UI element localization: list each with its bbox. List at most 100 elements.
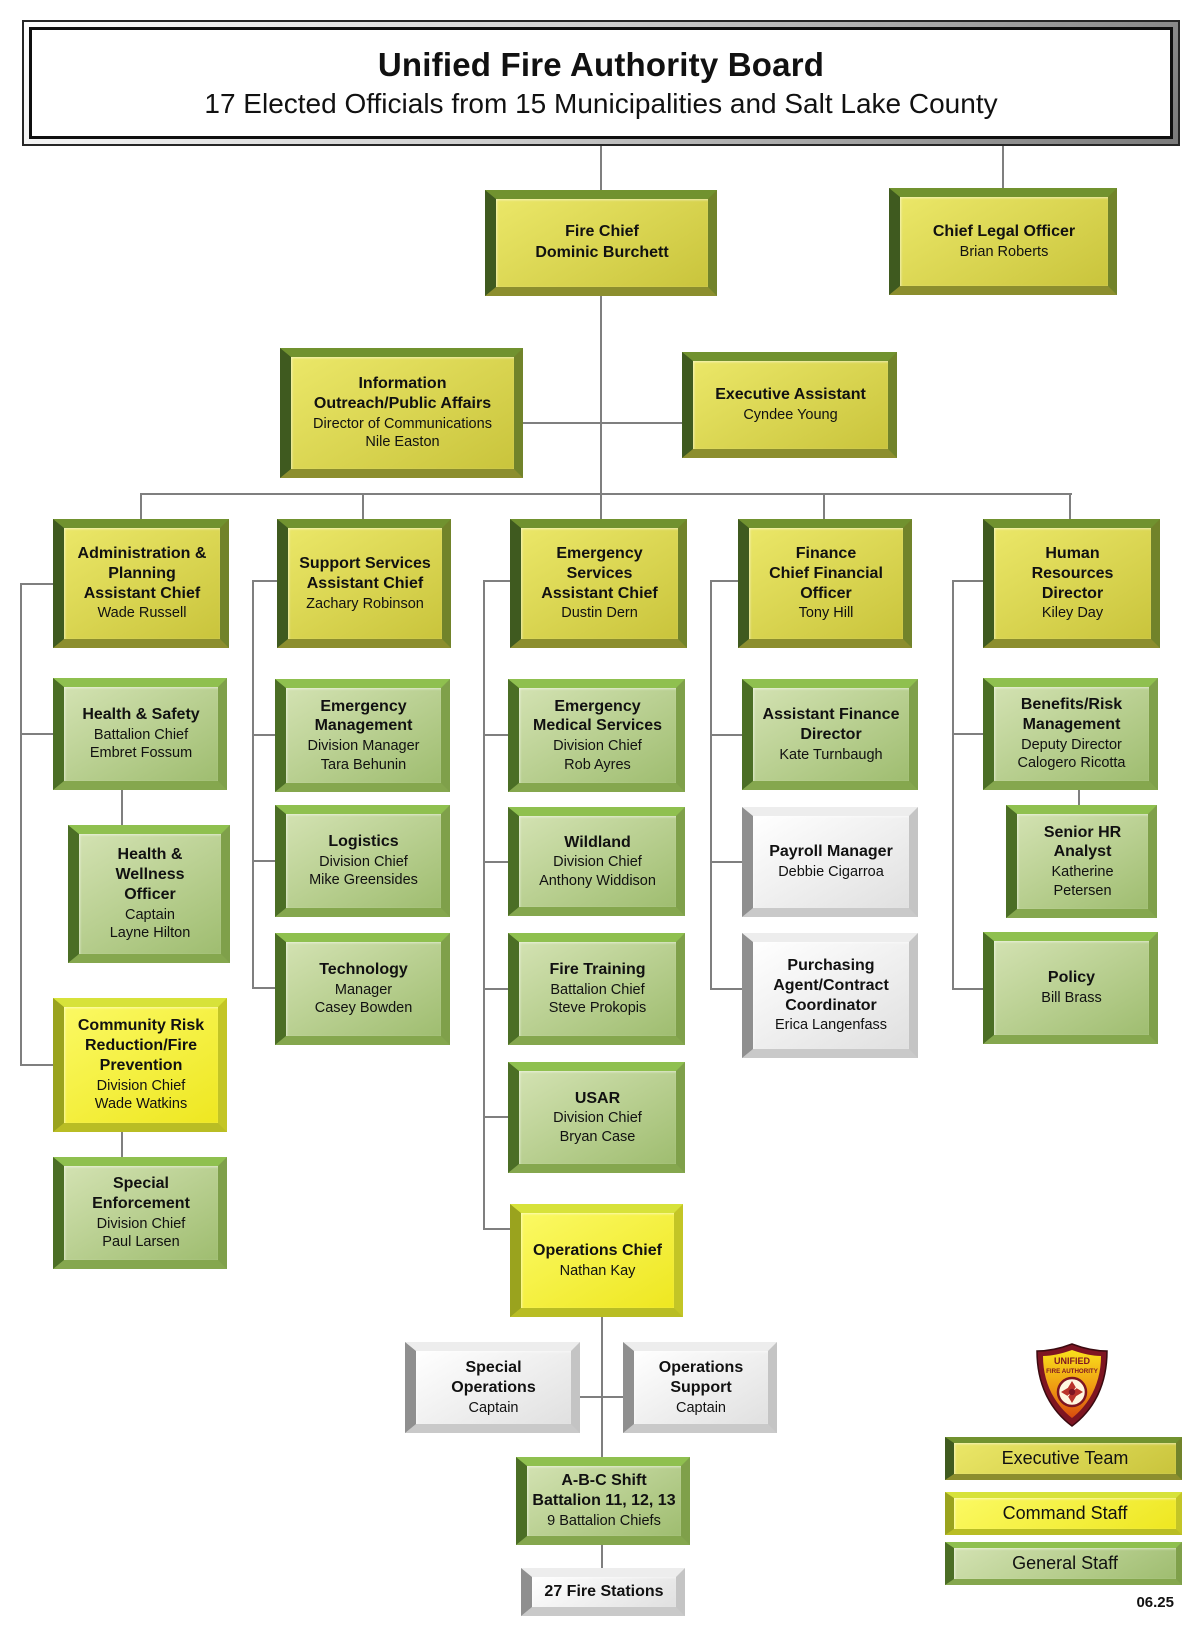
- connector-line: [710, 988, 742, 990]
- senior-hr-analyst-subtext: Katherine Petersen: [1051, 864, 1114, 899]
- emergency-management-subtext: Division Manager Tara Behunin: [307, 738, 420, 773]
- purchasing-agent-title: Purchasing Agent/Contract Coordinator: [773, 956, 889, 1014]
- legend-general-staff-label: General Staff: [1012, 1553, 1118, 1573]
- legend-command-staff: Command Staff: [945, 1492, 1182, 1535]
- policy-subtext: Bill Brass: [1041, 990, 1102, 1007]
- information-outreach-title: Information Outreach/Public Affairs: [313, 375, 492, 412]
- board-title-box: Unified Fire Authority Board 17 Elected …: [22, 20, 1180, 146]
- finance-cfo-subtext: Tony Hill: [798, 605, 854, 622]
- version-label: 06.25: [1136, 1594, 1174, 1611]
- legend-executive-team: Executive Team: [945, 1437, 1182, 1480]
- legend-executive-team-label: Executive Team: [1001, 1448, 1129, 1468]
- connector-line: [483, 1116, 508, 1118]
- emergency-services-chief-subtext: Dustin Dern: [561, 605, 638, 622]
- connector-line: [140, 493, 1072, 495]
- executive-assistant-title: Executive Assistant: [715, 386, 866, 404]
- operations-support-title: Operations Support: [658, 1358, 744, 1396]
- usar-subtext: Division Chief Bryan Case: [553, 1110, 642, 1145]
- purchasing-agent-subtext: Erica Langenfass: [774, 1017, 888, 1034]
- admin-planning-chief-title: Administration & Planning Assistant Chie…: [77, 544, 207, 602]
- connector-line: [710, 580, 712, 990]
- payroll-manager-subtext: Debbie Cigarroa: [778, 864, 884, 881]
- fire-stations: 27 Fire Stations: [521, 1568, 685, 1616]
- connector-line: [140, 493, 142, 521]
- legend-general-staff: General Staff: [945, 1542, 1182, 1585]
- connector-line: [601, 1545, 603, 1568]
- health-wellness-officer-subtext: Captain Layne Hilton: [109, 906, 191, 942]
- connector-line: [483, 580, 485, 1230]
- connector-line: [20, 583, 22, 1066]
- connector-line: [483, 580, 510, 582]
- legend-command-staff-label: Command Staff: [1002, 1503, 1128, 1523]
- connector-line: [20, 733, 53, 735]
- connector-line: [252, 580, 254, 989]
- assistant-finance-director-subtext: Kate Turnbaugh: [779, 746, 883, 763]
- community-risk-reduction: Community Risk Reduction/Fire Prevention…: [53, 998, 227, 1132]
- payroll-manager-title: Payroll Manager: [769, 843, 893, 861]
- technology-title: Technology: [319, 961, 408, 979]
- wildland-subtext: Division Chief Anthony Widdison: [539, 854, 656, 889]
- connector-line: [483, 1228, 510, 1230]
- connector-line: [252, 860, 275, 862]
- emergency-medical-services-title: Emergency Medical Services: [533, 697, 662, 735]
- community-risk-reduction-subtext: Division Chief Wade Watkins: [94, 1077, 188, 1113]
- operations-chief-subtext: Nathan Kay: [559, 1262, 636, 1279]
- connector-line: [1002, 146, 1004, 190]
- connector-line: [121, 790, 123, 825]
- operations-chief-title: Operations Chief: [533, 1241, 662, 1259]
- connector-line: [952, 580, 954, 990]
- technology-subtext: Manager Casey Bowden: [314, 981, 413, 1017]
- benefits-risk-management-title: Benefits/Risk Management: [1020, 696, 1123, 733]
- special-enforcement-subtext: Division Chief Paul Larsen: [96, 1215, 186, 1251]
- connector-line: [600, 146, 602, 190]
- connector-line: [20, 583, 53, 585]
- emergency-management-title: Emergency Management: [314, 697, 413, 735]
- logo-text-line1: UNIFIED: [1054, 1356, 1091, 1366]
- connector-line: [483, 988, 508, 990]
- connector-line: [823, 493, 825, 521]
- connector-line: [600, 296, 602, 495]
- emergency-services-chief-title: Emergency Services Assistant Chief: [541, 544, 658, 602]
- abc-shift-battalions-subtext: 9 Battalion Chiefs: [547, 1513, 661, 1530]
- abc-shift-battalions-title: A-B-C Shift Battalion 11, 12, 13: [532, 1472, 676, 1510]
- abc-shift-battalions: A-B-C Shift Battalion 11, 12, 13 9 Battal…: [516, 1457, 690, 1545]
- connector-line: [252, 734, 275, 736]
- support-services-chief-title: Support Services Assistant Chief: [299, 554, 431, 592]
- logo-text-line2: FIRE AUTHORITY: [1046, 1368, 1099, 1375]
- human-resources-director-title: Human Resources Director: [1031, 544, 1114, 602]
- assistant-finance-director-title: Assistant Finance Director: [762, 705, 900, 743]
- chief-legal-officer-subtext: Brian Roberts: [959, 243, 1049, 260]
- fire-training-subtext: Battalion Chief Steve Prokopis: [548, 981, 647, 1017]
- connector-line: [1078, 790, 1080, 805]
- human-resources-director-subtext: Kiley Day: [1041, 605, 1104, 622]
- fire-stations-title: 27 Fire Stations: [544, 1583, 664, 1601]
- admin-planning-chief-subtext: Wade Russell: [97, 605, 187, 622]
- connector-line: [710, 861, 742, 863]
- wildland-title: Wildland: [564, 833, 631, 851]
- support-services-chief-subtext: Zachary Robinson: [306, 595, 424, 612]
- connector-line: [580, 1396, 623, 1398]
- senior-hr-analyst-title: Senior HR Analyst: [1043, 823, 1122, 861]
